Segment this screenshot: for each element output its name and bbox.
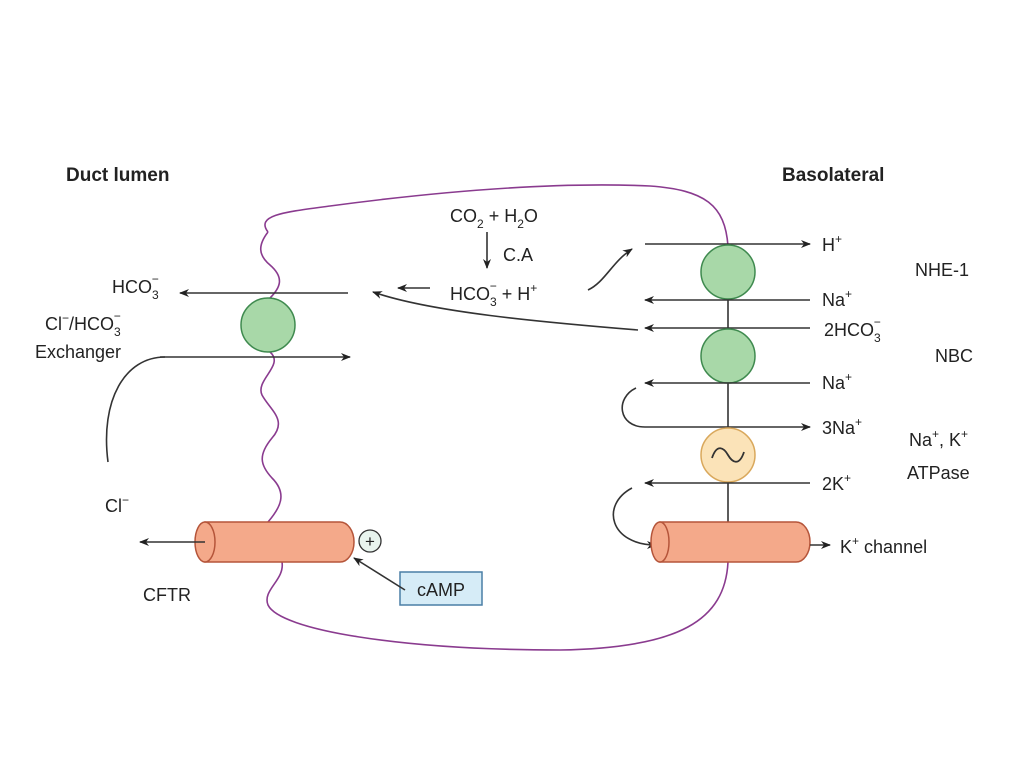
duct-lumen-title: Duct lumen [66, 165, 169, 186]
hco3-label-left: HCO3− [112, 272, 159, 302]
k-channel-label: K+ channel [840, 534, 927, 557]
atpase-wave-icon [711, 447, 745, 463]
na-label-nhe: Na+ [822, 287, 852, 310]
cftr-channel [194, 521, 355, 563]
basolateral-title: Basolateral [782, 165, 884, 186]
nbc-hco3-to-exchanger-arrow [372, 291, 639, 331]
h-to-nhe-arrow [587, 248, 633, 291]
stimulation-plus-icon [358, 529, 382, 553]
co2-h2o-label: CO2 + H2O [450, 206, 538, 231]
na-label-nbc: Na+ [822, 370, 852, 393]
atpase-label-line2: ATPase [907, 463, 970, 483]
apical-membrane-upper [259, 231, 281, 299]
apical-membrane-middle [260, 351, 282, 523]
enzyme-label: C.A [503, 245, 533, 265]
k-channel [650, 521, 811, 563]
camp-activation-arrow [353, 557, 406, 591]
nhe1-label: NHE-1 [915, 260, 969, 280]
nhe1-transporter [700, 244, 756, 300]
cl-hco3-exchanger [240, 297, 296, 353]
nbc-transporter [700, 328, 756, 384]
h-label: H+ [822, 232, 842, 255]
cl-label: Cl− [105, 493, 129, 516]
camp-label: cAMP [417, 580, 465, 600]
k-recycle-arrow [612, 487, 657, 549]
cftr-label: CFTR [143, 585, 191, 605]
cell-membrane-top [264, 184, 729, 247]
atpase-label-line1: Na+, K+ [909, 427, 968, 450]
na-recycle-curve [621, 387, 646, 428]
nbc-label: NBC [935, 346, 973, 366]
2k-label: 2K+ [822, 471, 851, 494]
cl-recycle-curve [105, 356, 166, 463]
plus-sign: + [365, 532, 375, 551]
3na-label: 3Na+ [822, 415, 862, 438]
hco3-h-label: HCO3− + H+ [450, 279, 537, 309]
exchanger-label-line2: Exchanger [35, 342, 121, 362]
2hco3-label: 2HCO3− [824, 315, 881, 345]
camp-box [399, 571, 483, 606]
exchanger-label: Cl−/HCO3− [45, 309, 121, 339]
cell-membrane-bottom [266, 561, 729, 651]
